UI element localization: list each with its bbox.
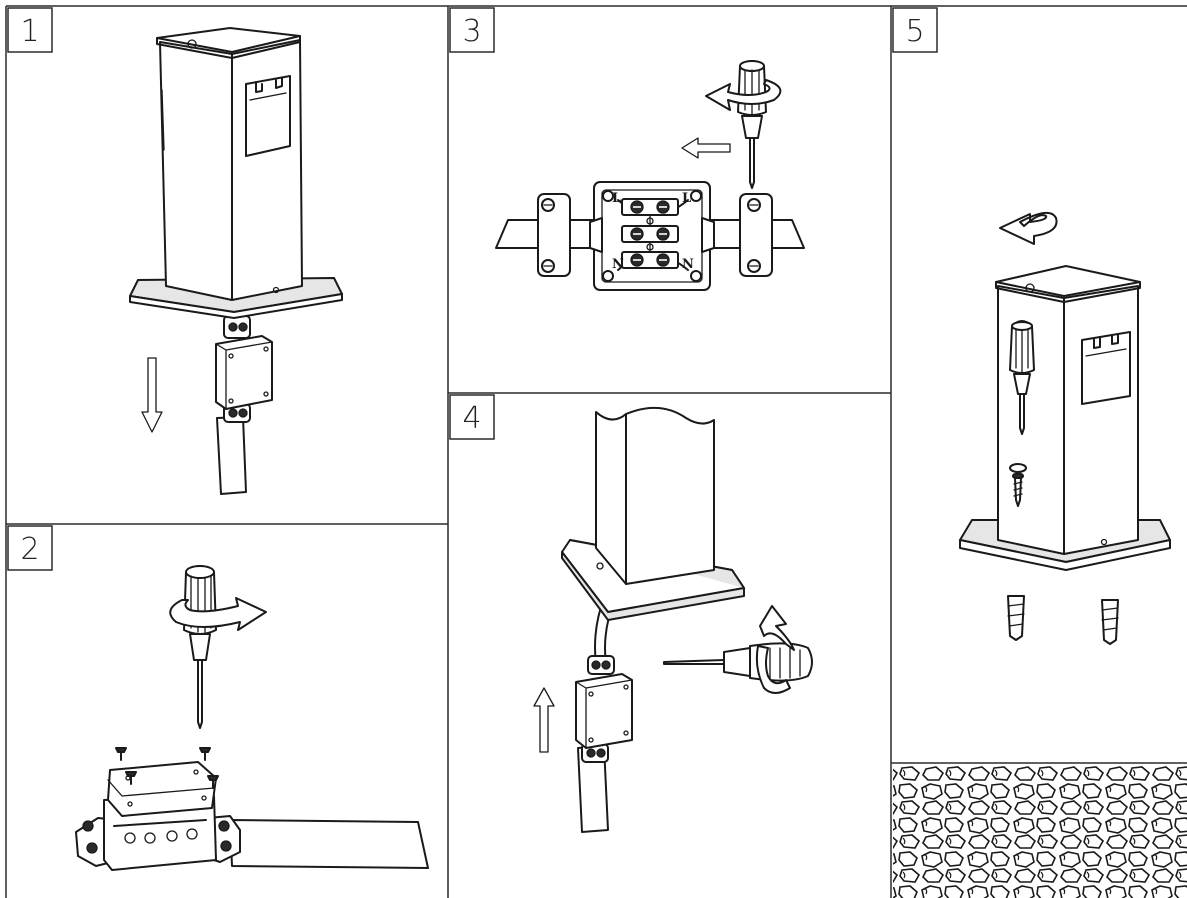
- screw-icon: [1009, 463, 1027, 507]
- panel-3-label: 3: [449, 7, 495, 53]
- panel-1: [129, 27, 343, 495]
- arrow-left-icon: [681, 137, 731, 159]
- svg-text:5: 5: [905, 14, 924, 49]
- svg-text:1: 1: [20, 14, 39, 49]
- panel-frames: [5, 5, 1187, 898]
- neutral-right-label: N: [682, 257, 694, 272]
- rotate-arrow-icon: [755, 605, 795, 694]
- junction-box-icon: [215, 315, 273, 423]
- wall-plug-icon: [1007, 595, 1119, 645]
- svg-text:4: 4: [462, 401, 481, 436]
- junction-box-icon: [75, 761, 241, 871]
- rotate-arrow-icon: [999, 211, 1058, 245]
- panel-3: L L N N: [495, 60, 805, 291]
- bollard-post-icon: [129, 27, 343, 319]
- arrow-up-icon: [533, 687, 555, 753]
- cable-icon: [229, 819, 429, 869]
- panel-1-label: 1: [7, 7, 53, 53]
- panel-4-label: 4: [449, 394, 495, 440]
- bollard-post-icon: [561, 406, 745, 621]
- bollard-post-icon: [959, 265, 1171, 571]
- screwdriver-icon: [663, 642, 813, 682]
- neutral-left-label: N: [612, 257, 624, 272]
- gravel-ground-icon: [893, 766, 1187, 898]
- panel-4: [533, 406, 813, 833]
- svg-text:2: 2: [20, 532, 39, 567]
- panel-5: [893, 211, 1187, 898]
- rotate-arrow-icon: [169, 597, 267, 631]
- panel-2: [75, 565, 429, 871]
- panel-2-label: 2: [7, 525, 53, 571]
- live-right-label: L: [682, 191, 691, 206]
- screw-icon: [115, 747, 219, 789]
- screwdriver-icon: [1009, 320, 1035, 435]
- cable-icon: [216, 416, 247, 495]
- arrow-down-icon: [141, 357, 163, 433]
- junction-box-icon: [575, 655, 633, 763]
- panel-5-label: 5: [892, 7, 938, 53]
- svg-text:3: 3: [462, 14, 481, 49]
- live-left-label: L: [612, 191, 621, 206]
- screwdriver-icon: [183, 565, 217, 729]
- rotate-arrow-icon: [705, 79, 782, 111]
- terminal-block-icon: L L N N: [612, 191, 694, 272]
- screwdriver-icon: [737, 60, 767, 189]
